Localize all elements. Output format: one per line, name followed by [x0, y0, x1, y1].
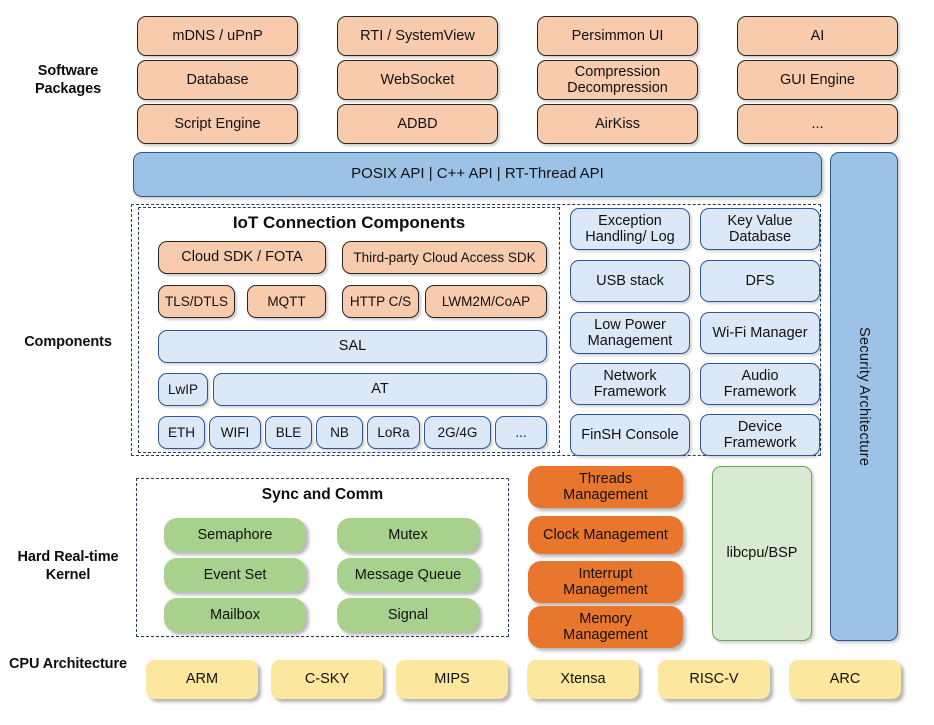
iot-third-party-cloud-access-sdk[interactable]: Third-party Cloud Access SDK	[342, 241, 547, 274]
iot-link-more[interactable]: ...	[495, 416, 547, 449]
package-more[interactable]: ...	[737, 104, 898, 144]
component-network-framework[interactable]: Network Framework	[570, 363, 690, 405]
row-label-kernel: Hard Real-time Kernel	[17, 549, 119, 584]
component-low-power-management[interactable]: Low Power Management	[570, 312, 690, 354]
row-label-software-packages: Software Packages	[34, 63, 102, 98]
cpu-mips[interactable]: MIPS	[396, 660, 508, 699]
row-label-cpu-architecture: CPU Architecture	[9, 656, 127, 672]
iot-at[interactable]: AT	[213, 373, 547, 406]
iot-mqtt[interactable]: MQTT	[247, 285, 326, 318]
package-script-engine[interactable]: Script Engine	[137, 104, 298, 144]
cpu-risc-v[interactable]: RISC-V	[658, 660, 770, 699]
iot-lwm2m-coap[interactable]: LWM2M/CoAP	[425, 285, 547, 318]
iot-sal[interactable]: SAL	[158, 330, 547, 363]
package-airkiss[interactable]: AirKiss	[537, 104, 698, 144]
kernel-message-queue[interactable]: Message Queue	[337, 558, 479, 592]
iot-link-nb[interactable]: NB	[316, 416, 363, 449]
iot-link-lora[interactable]: LoRa	[367, 416, 420, 449]
package-persimmon-ui[interactable]: Persimmon UI	[537, 16, 698, 56]
components-region	[131, 204, 821, 456]
iot-lwip[interactable]: LwIP	[158, 373, 208, 406]
component-key-value-database[interactable]: Key Value Database	[700, 208, 820, 250]
sync-and-comm-title: Sync and Comm	[261, 486, 384, 503]
package-rti-systemview[interactable]: RTI / SystemView	[337, 16, 498, 56]
component-finsh-console[interactable]: FinSH Console	[570, 414, 690, 456]
component-exception-handling-log[interactable]: Exception Handling/ Log	[570, 208, 690, 250]
cpu-arm[interactable]: ARM	[146, 660, 258, 699]
kernel-event-set[interactable]: Event Set	[164, 558, 306, 592]
cpu-xtensa[interactable]: Xtensa	[527, 660, 639, 699]
kernel-memory-management[interactable]: Memory Management	[528, 606, 683, 648]
component-dfs[interactable]: DFS	[700, 260, 820, 302]
package-ai[interactable]: AI	[737, 16, 898, 56]
iot-link-wifi[interactable]: WIFI	[209, 416, 261, 449]
component-audio-framework[interactable]: Audio Framework	[700, 363, 820, 405]
kernel-mailbox[interactable]: Mailbox	[164, 598, 306, 632]
iot-link-ble[interactable]: BLE	[265, 416, 312, 449]
row-label-components: Components	[24, 334, 112, 350]
package-adbd[interactable]: ADBD	[337, 104, 498, 144]
component-device-framework[interactable]: Device Framework	[700, 414, 820, 456]
sync-and-comm-box	[136, 478, 509, 637]
cpu-c-sky[interactable]: C-SKY	[271, 660, 383, 699]
kernel-signal[interactable]: Signal	[337, 598, 479, 632]
iot-cloud-sdk-fota[interactable]: Cloud SDK / FOTA	[158, 241, 326, 274]
package-database[interactable]: Database	[137, 60, 298, 100]
component-wifi-manager[interactable]: Wi-Fi Manager	[700, 312, 820, 354]
cpu-arc[interactable]: ARC	[789, 660, 901, 699]
iot-http-cs[interactable]: HTTP C/S	[342, 285, 419, 318]
package-mdns-upnp[interactable]: mDNS / uPnP	[137, 16, 298, 56]
kernel-semaphore[interactable]: Semaphore	[164, 518, 306, 552]
kernel-libcpu-bsp[interactable]: libcpu/BSP	[712, 466, 812, 641]
component-usb-stack[interactable]: USB stack	[570, 260, 690, 302]
kernel-mutex[interactable]: Mutex	[337, 518, 479, 552]
api-band[interactable]: POSIX API | C++ API | RT-Thread API	[133, 152, 822, 197]
kernel-interrupt-management[interactable]: Interrupt Management	[528, 561, 683, 603]
kernel-clock-management[interactable]: Clock Management	[528, 516, 683, 554]
iot-connection-components-title: IoT Connection Components	[232, 213, 466, 232]
security-architecture-bar[interactable]: Security Architecture	[830, 152, 898, 641]
package-gui-engine[interactable]: GUI Engine	[737, 60, 898, 100]
iot-link-eth[interactable]: ETH	[158, 416, 205, 449]
iot-connection-components-box	[138, 207, 560, 453]
kernel-threads-management[interactable]: Threads Management	[528, 466, 683, 508]
iot-link-2g-4g[interactable]: 2G/4G	[424, 416, 491, 449]
iot-tls-dtls[interactable]: TLS/DTLS	[158, 285, 235, 318]
package-websocket[interactable]: WebSocket	[337, 60, 498, 100]
package-compression-decompression[interactable]: Compression Decompression	[537, 60, 698, 100]
